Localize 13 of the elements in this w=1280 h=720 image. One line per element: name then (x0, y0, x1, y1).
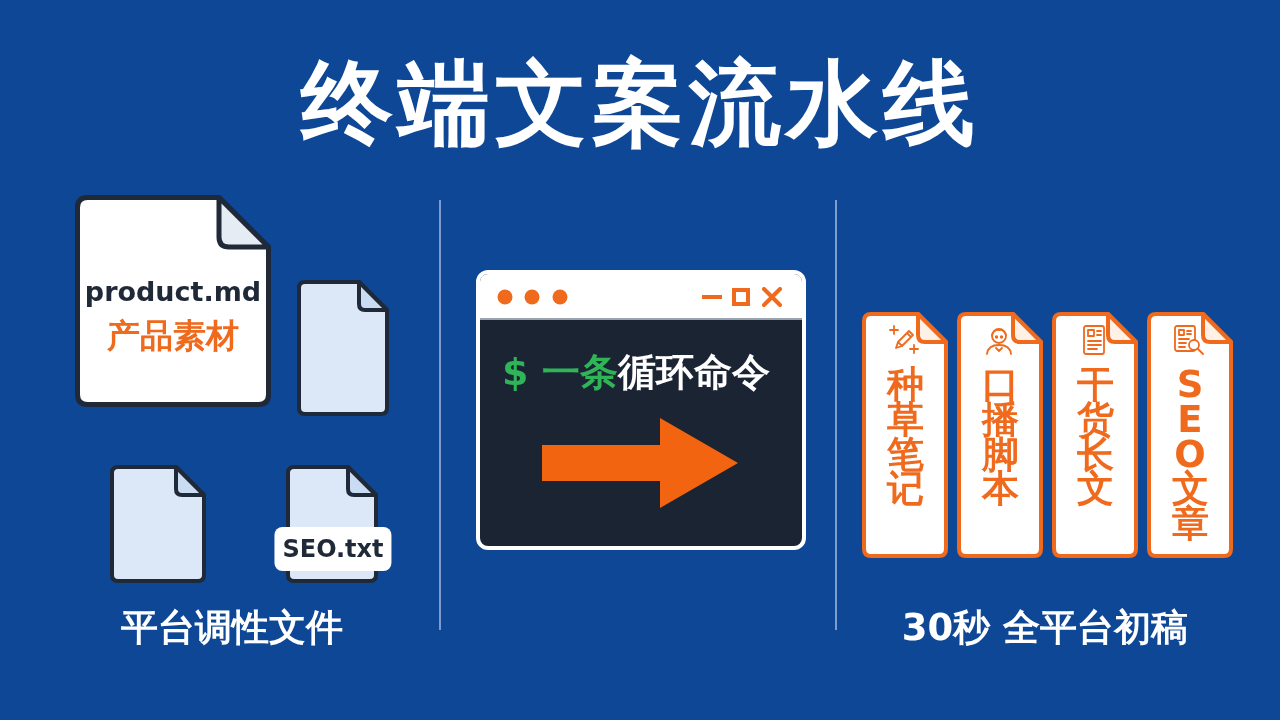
card-title: 种草笔记 (885, 368, 925, 508)
document-title: 产品素材 (107, 319, 239, 352)
file-name: product.md (84, 278, 262, 305)
command-text: $ 一条循环命令 (502, 353, 770, 391)
document-icon (110, 465, 206, 583)
card-title: SEO文章 (1170, 368, 1210, 542)
card-title: 口播脚本 (980, 368, 1020, 508)
section-caption: 30秒 全平台初稿 (901, 609, 1189, 646)
terminal-window (476, 270, 806, 550)
section-caption: 平台调性文件 (121, 609, 343, 646)
card-title: 干货长文 (1075, 368, 1115, 508)
file-label: SEO.txt (274, 527, 392, 571)
document-icon (297, 280, 389, 416)
